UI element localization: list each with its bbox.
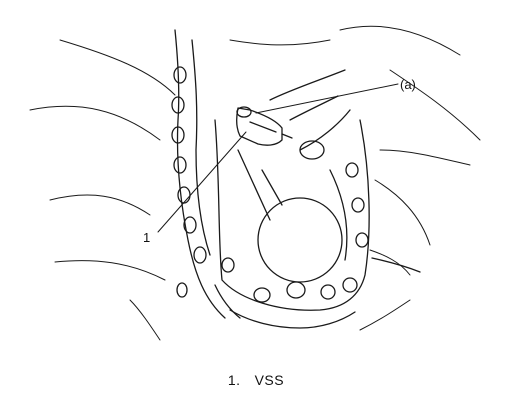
sprocket bbox=[257, 197, 343, 283]
timing-chain-left bbox=[171, 29, 226, 319]
vss-sensor bbox=[236, 69, 351, 151]
background-contours bbox=[29, 25, 481, 341]
gear-housing bbox=[214, 119, 370, 329]
caption-text: VSS bbox=[254, 372, 285, 388]
detail-callout-label: (a) bbox=[400, 77, 416, 92]
harness-wire bbox=[371, 257, 421, 273]
part-callout-number: 1 bbox=[143, 230, 150, 245]
figure-caption: 1. VSS bbox=[0, 372, 512, 388]
engine-illustration: (a) 1 bbox=[29, 25, 481, 341]
leader-lines bbox=[157, 83, 399, 233]
caption-number: 1. bbox=[227, 372, 241, 388]
